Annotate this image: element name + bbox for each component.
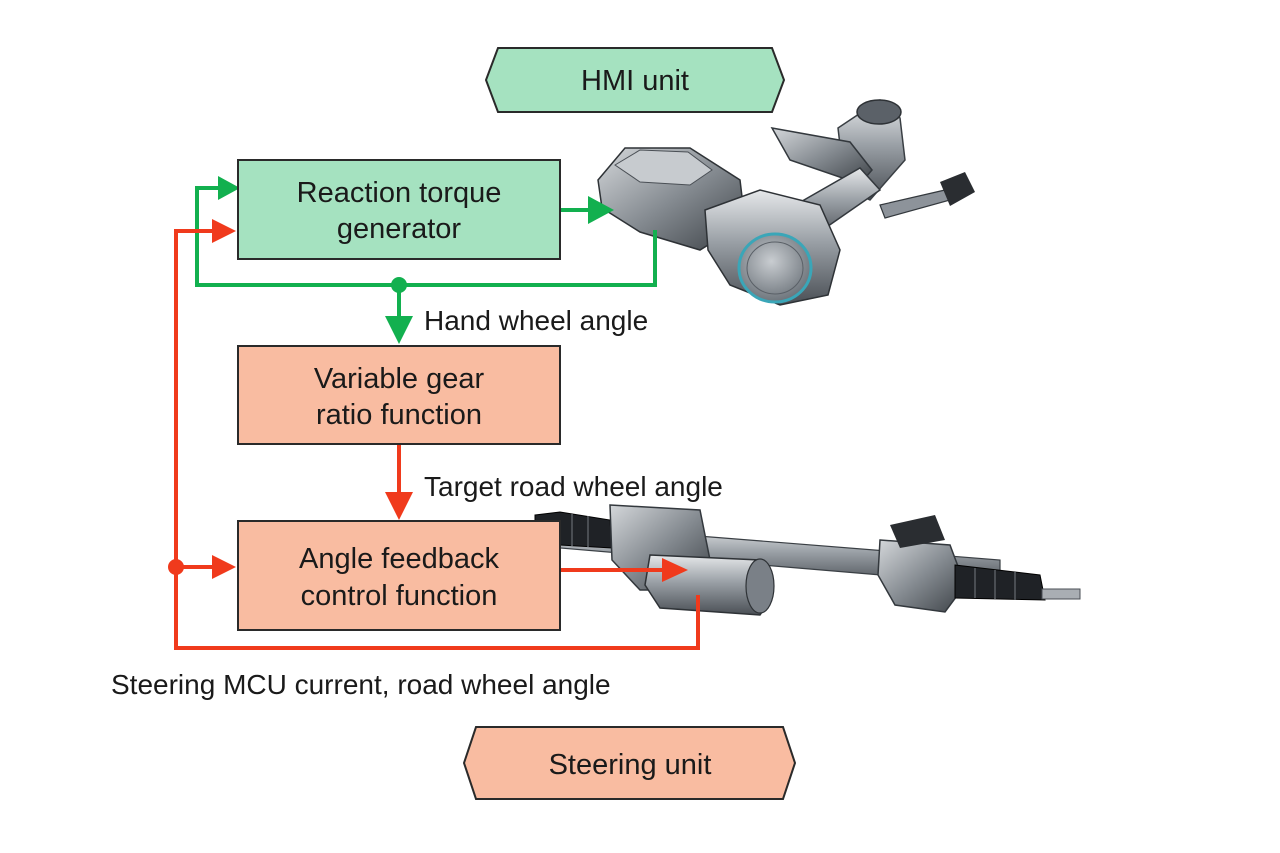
- steering-feedback-label: Steering MCU current, road wheel angle: [111, 669, 611, 700]
- target-road-wheel-angle-label: Target road wheel angle: [424, 471, 723, 502]
- hmi-unit-label: HMI unit: [581, 65, 689, 97]
- junction-red: [168, 559, 184, 575]
- arrowhead-to-reaction-torque: [218, 176, 240, 200]
- arrowhead-to-steering-rack: [662, 558, 688, 582]
- variable-gear-ratio-line1: Variable gear: [314, 363, 485, 395]
- reaction-torque-generator-node: Reaction torque generator: [237, 159, 561, 260]
- arrowhead-to-steering-column: [588, 196, 614, 224]
- angle-feedback-control-node: Angle feedback control function: [237, 520, 561, 631]
- angle-feedback-control-line2: control function: [301, 580, 498, 612]
- arrowhead-to-angle-feedback: [212, 555, 236, 579]
- reaction-torque-generator-line1: Reaction torque: [297, 177, 502, 209]
- steering-rack-illustration: [534, 504, 1081, 616]
- junction-green: [391, 277, 407, 293]
- variable-gear-ratio-line2: ratio function: [316, 399, 482, 431]
- arrowhead-to-reaction-torque-red: [212, 219, 236, 243]
- steering-unit-node: Steering unit: [462, 726, 797, 800]
- steering-column-illustration: [597, 99, 975, 306]
- reaction-torque-generator-line2: generator: [337, 213, 461, 245]
- hand-wheel-angle-label: Hand wheel angle: [424, 305, 648, 336]
- variable-gear-ratio-node: Variable gear ratio function: [237, 345, 561, 445]
- arrowhead-hand-wheel-angle: [385, 316, 413, 344]
- hmi-unit-node: HMI unit: [484, 47, 786, 113]
- steering-unit-label: Steering unit: [549, 749, 712, 781]
- angle-feedback-control-line1: Angle feedback: [299, 543, 499, 575]
- arrowhead-target-road-wheel-angle: [385, 492, 413, 520]
